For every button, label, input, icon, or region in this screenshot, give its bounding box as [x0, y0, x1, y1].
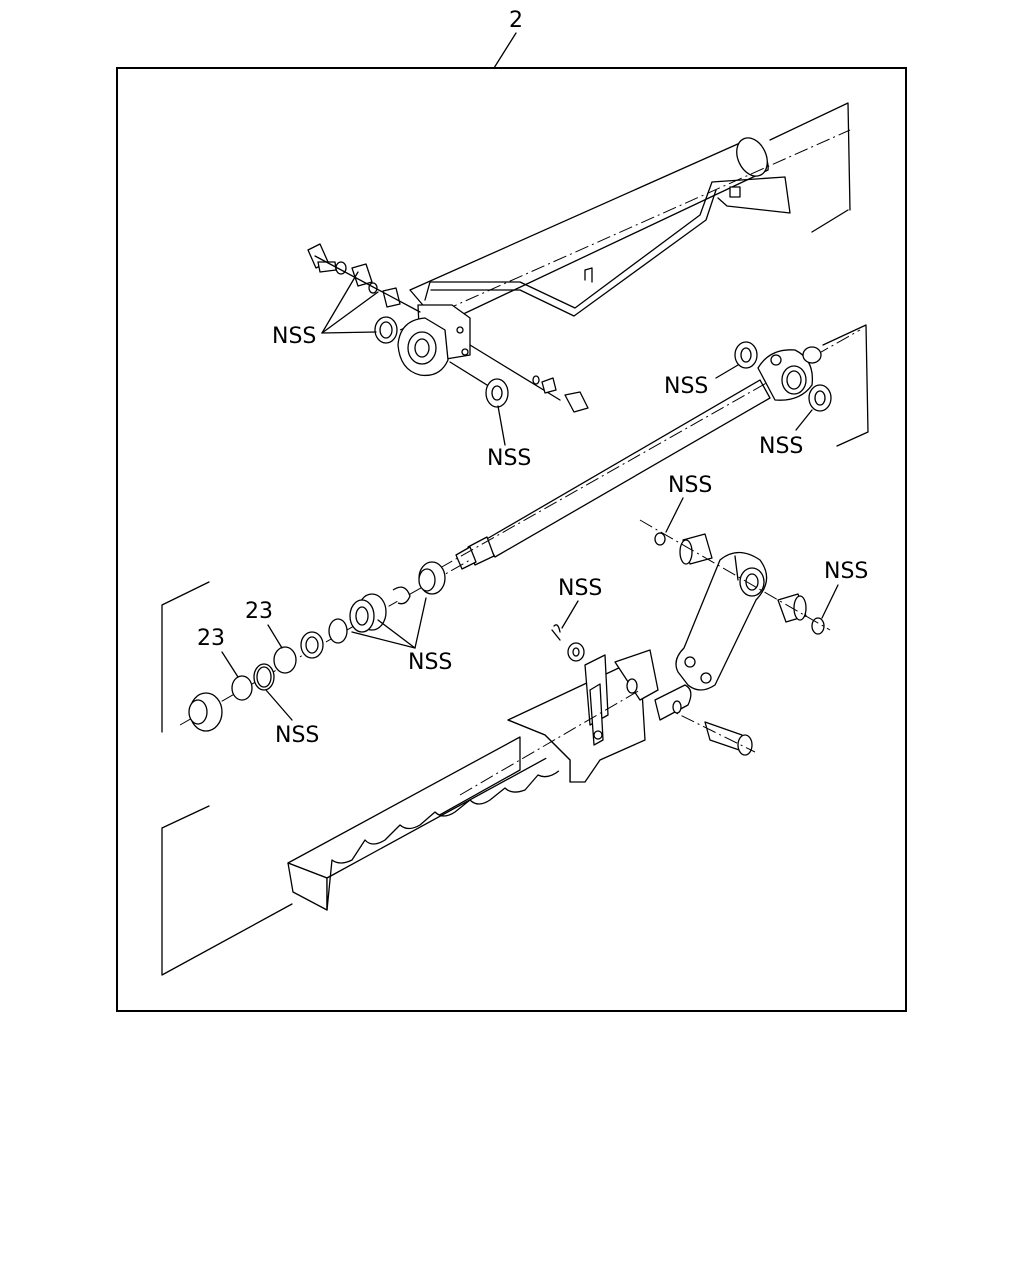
fitting-spring [351, 263, 373, 287]
pin-washer-inner [572, 647, 580, 657]
leader-fitting-1 [321, 271, 359, 334]
leader-23-right [267, 624, 283, 649]
lower-pin-axis [659, 704, 756, 753]
gland-nut [188, 692, 223, 732]
nss-label-lower-seal: NSS [487, 446, 531, 471]
hydraulic-line [424, 176, 791, 309]
frame-group-bracket [161, 805, 293, 976]
snap-ring [392, 586, 411, 605]
nss-label-oring: NSS [275, 723, 319, 748]
part-23-label-right: 23 [245, 599, 273, 624]
leader-piston-3 [414, 597, 427, 649]
nss-label-piston-kit: NSS [408, 650, 452, 675]
lower-seal-inner [491, 385, 503, 401]
leader-rod-seal-right [795, 409, 813, 431]
frame-channel [287, 649, 692, 911]
hydraulic-line-inner [430, 189, 717, 317]
banjo-bolt [307, 243, 337, 273]
assembly-callout-leader [493, 32, 517, 69]
leader-piston-1 [351, 631, 416, 649]
pin-ring-top [654, 532, 666, 546]
leader-oring [265, 689, 293, 721]
rod-guide [418, 561, 446, 595]
nss-label-cotter-pin: NSS [558, 576, 602, 601]
oring-inner [256, 666, 272, 688]
frame-axis-line [459, 689, 641, 796]
piston-seal-inner [305, 636, 319, 654]
leader-rod-seal-left [715, 364, 739, 379]
leader-23-left [221, 651, 239, 678]
pin-ring-right [811, 617, 825, 635]
piston-rod [439, 329, 861, 570]
bolt-spring [541, 377, 557, 394]
leader-lower-seal [497, 405, 506, 446]
leader-pin-ring-top [665, 497, 684, 533]
nss-label-pin-ring-right: NSS [824, 559, 868, 584]
piston-axis-line [179, 559, 471, 726]
nss-label-pin-ring-top: NSS [668, 473, 712, 498]
fitting-axis-line [314, 255, 421, 313]
assembly-callout-number: 2 [509, 8, 523, 33]
rod-eye-bracket [822, 324, 869, 447]
cotter-pin [551, 624, 561, 641]
link-axis-line [639, 519, 831, 631]
bushing-upper [679, 533, 713, 565]
nss-label-rod-seal-right: NSS [759, 434, 803, 459]
cylinder-head-block [397, 304, 471, 377]
block-seal-inner [379, 321, 393, 339]
leader-fitting-2 [321, 291, 379, 334]
line-clip [729, 186, 741, 198]
piston-ring-1 [328, 618, 348, 644]
washer-23-left [231, 675, 253, 701]
piston [349, 593, 387, 633]
frame-bracket [584, 654, 609, 746]
link-arm [675, 551, 768, 691]
piston-group-bracket [161, 581, 210, 733]
diagram-frame [116, 67, 907, 1012]
hex-bolt [564, 391, 589, 413]
nss-label-fitting-seals: NSS [272, 324, 316, 349]
washer-23-right [273, 646, 297, 674]
rod-seal-left-inner [740, 347, 752, 363]
bolt-ball [532, 375, 540, 385]
leader-cotter-pin [561, 600, 579, 629]
rod-seal-right-inner [814, 390, 826, 406]
cylinder-barrel [399, 102, 851, 331]
barrel-bracket [584, 267, 593, 283]
leader-pin-ring-right [821, 584, 839, 619]
leader-fitting-3 [321, 331, 377, 334]
leader-piston-2 [377, 619, 416, 649]
rod-eye [757, 346, 822, 401]
nss-label-rod-seal-left: NSS [664, 374, 708, 399]
part-23-label-left: 23 [197, 626, 225, 651]
